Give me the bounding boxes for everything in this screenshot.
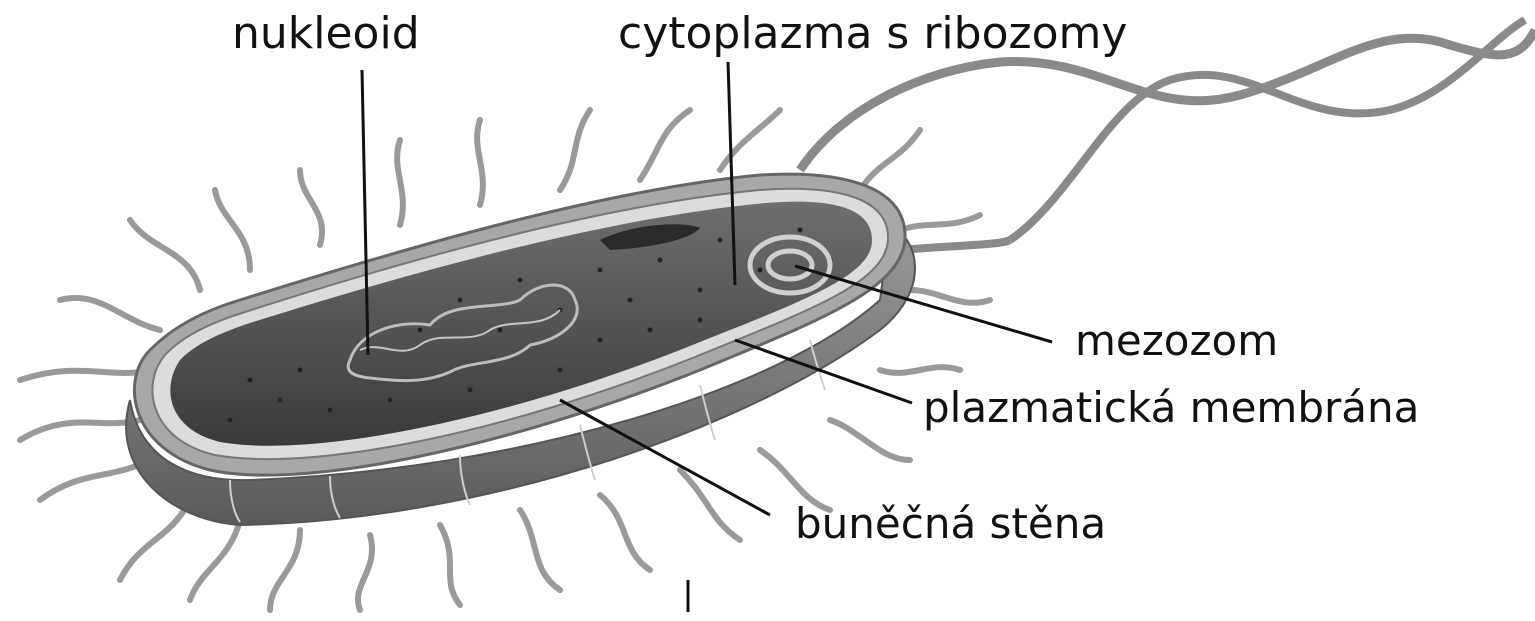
label-plasma-membrane: plazmatická membrána: [923, 387, 1419, 429]
label-cytoplasm: cytoplazma s ribozomy: [618, 12, 1127, 56]
label-cell-wall: buněčná stěna: [795, 503, 1106, 545]
flagellum-base: [900, 240, 1010, 250]
label-mesosome: mezozom: [1075, 320, 1278, 362]
label-nukleoid: nukleoid: [232, 12, 420, 56]
